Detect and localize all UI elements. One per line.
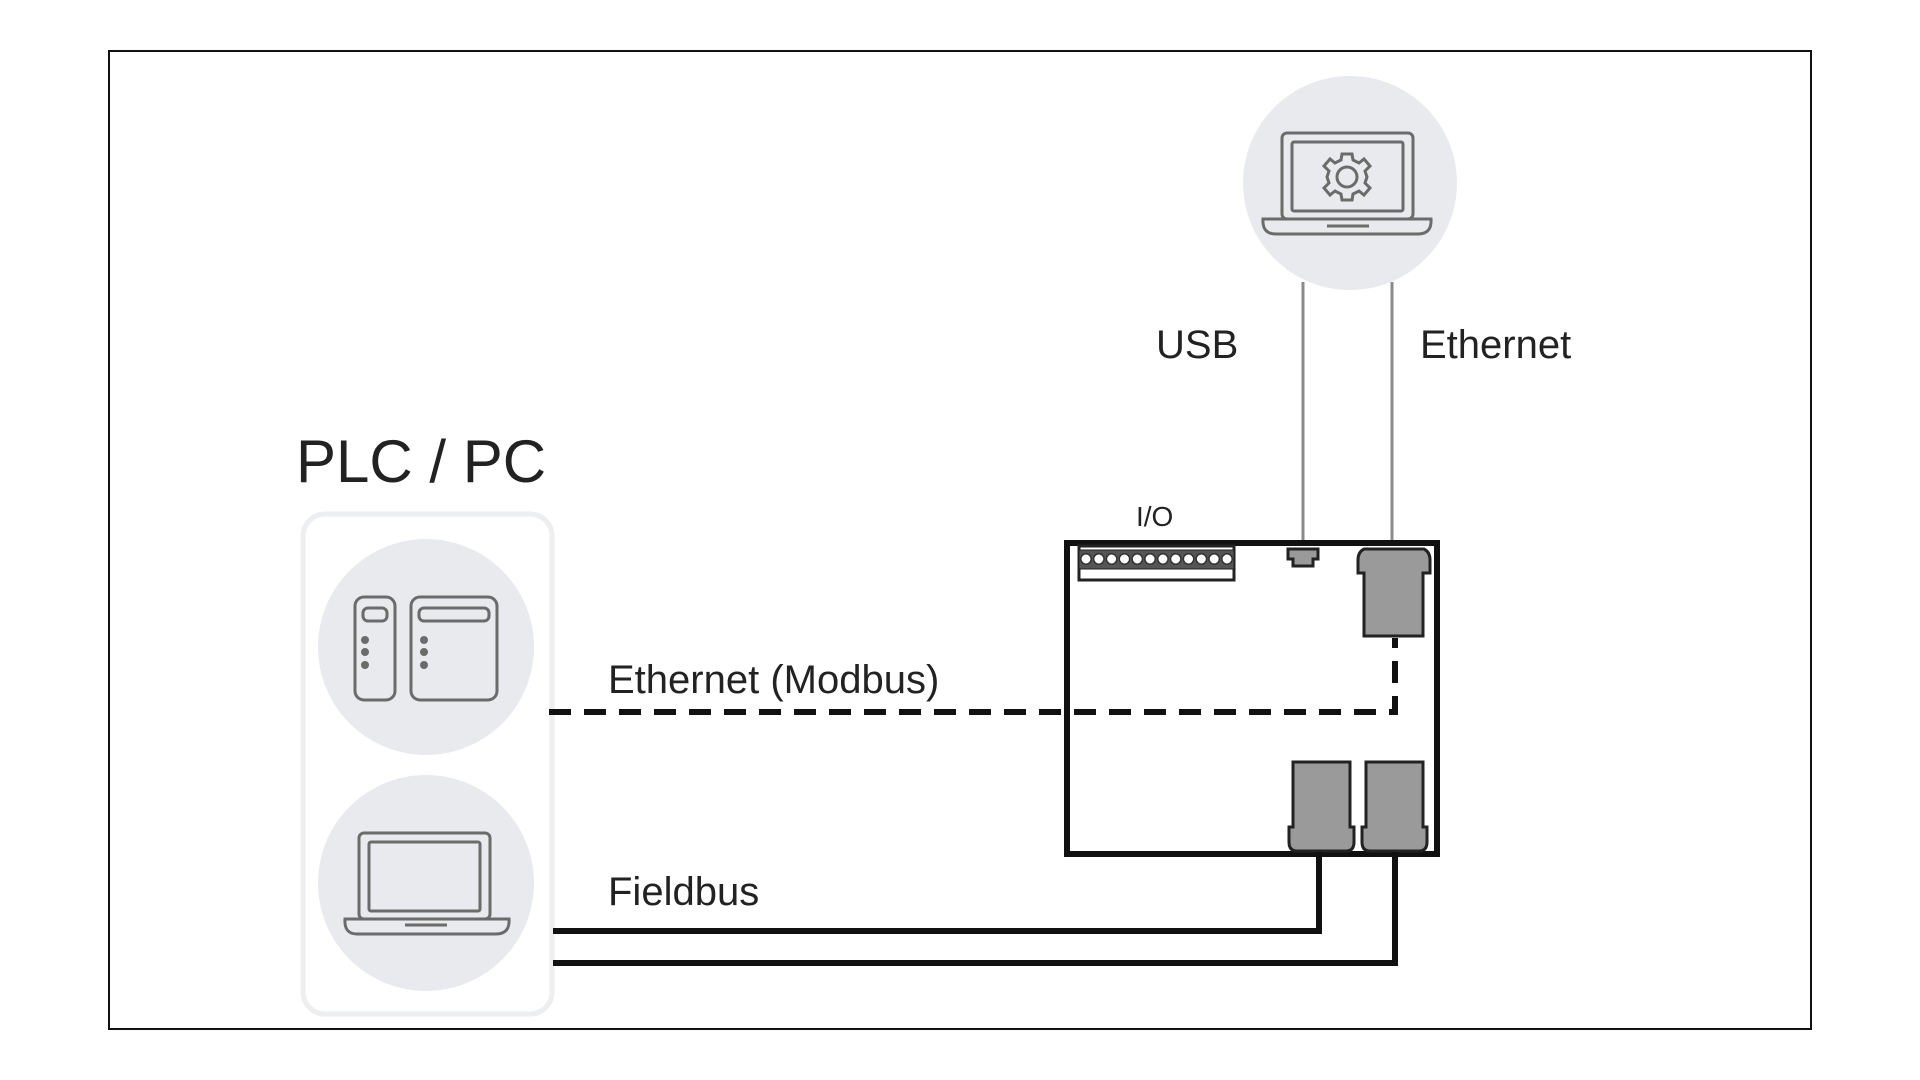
plc-circle: [318, 539, 534, 755]
fieldbus-cable-1: [553, 852, 1322, 934]
plc-node[interactable]: [318, 539, 534, 755]
io-terminal: [1092, 553, 1105, 565]
io-terminal: [1221, 553, 1233, 565]
io-terminal: [1195, 553, 1208, 565]
plc-pc-title: PLC / PC: [296, 428, 546, 495]
ethernet-config-label: Ethernet: [1420, 323, 1571, 367]
fieldbus-label: Fieldbus: [608, 870, 759, 914]
ethernet-modbus-label: Ethernet (Modbus): [608, 658, 939, 702]
io-terminal: [1144, 553, 1157, 565]
diagram-frame: [108, 50, 1812, 1030]
laptop-icon: [343, 831, 511, 936]
gear-icon: [1321, 152, 1373, 202]
plc-module-icon: [353, 595, 499, 702]
io-terminal: [1131, 553, 1144, 565]
io-terminal: [1156, 553, 1169, 565]
ethernet-modbus-cable: [549, 638, 1398, 715]
io-terminal: [1105, 553, 1118, 565]
io-terminal-block: [1077, 544, 1236, 582]
io-terminal: [1208, 553, 1221, 565]
pc-node[interactable]: [318, 775, 534, 991]
ethernet-port-top: [1356, 547, 1432, 638]
usb-port: [1286, 547, 1320, 568]
fieldbus-port-1: [1287, 760, 1356, 853]
config-laptop-node[interactable]: [1243, 76, 1457, 290]
laptop-gear-icon: [1261, 131, 1433, 236]
io-terminal: [1169, 553, 1182, 565]
pc-circle: [318, 775, 534, 991]
io-label: I/O: [1136, 501, 1173, 532]
io-terminal: [1182, 553, 1195, 565]
usb-label: USB: [1156, 323, 1238, 367]
io-terminal: [1118, 553, 1131, 565]
fieldbus-port-2: [1360, 760, 1429, 853]
plc-pc-container: [300, 511, 555, 1017]
fieldbus-cable-2: [553, 852, 1398, 966]
config-laptop-circle: [1243, 76, 1457, 290]
io-terminal: [1080, 553, 1092, 565]
device[interactable]: I/O: [1064, 501, 1440, 857]
